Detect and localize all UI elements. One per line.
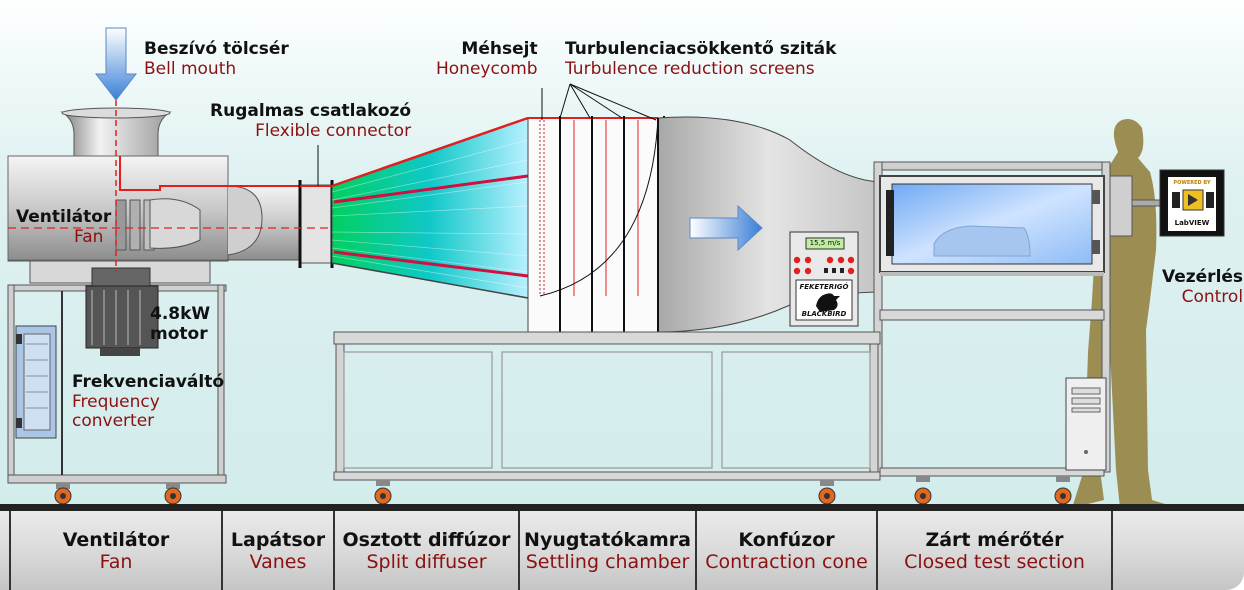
section-split-diffuser: Osztott diffúzor Split diffuser — [334, 511, 519, 590]
test-section-frame — [873, 161, 1111, 171]
section-fan: Ventilátor Fan — [10, 511, 222, 590]
section-contraction-cone: Konfúzor Contraction cone — [696, 511, 877, 590]
motor — [85, 267, 159, 356]
fan-label: Ventilátor Fan — [16, 207, 112, 247]
car-model — [933, 225, 1031, 257]
labview-logo — [1159, 169, 1225, 237]
control-en: Control — [1181, 286, 1244, 307]
honeycomb — [539, 120, 545, 296]
labview-name: LabVIEW — [1174, 219, 1210, 227]
section-vanes: Lapátsor Vanes — [222, 511, 334, 590]
inlet-arrow — [94, 27, 138, 101]
motor-line2: motor — [150, 323, 208, 344]
flexible-connector-label: Rugalmas csatlakozó Flexible connector — [210, 101, 412, 141]
section-contraction-cone-en: Contraction cone — [705, 550, 868, 573]
screens-hu: Turbulenciacsökkentő sziták — [565, 39, 837, 59]
section-closed-test-section: Zárt mérőtér Closed test section — [877, 511, 1112, 590]
floor-line — [0, 504, 1244, 511]
section-vanes-en: Vanes — [249, 550, 307, 573]
flexible-connector — [299, 184, 333, 264]
section-closed-test-section-en: Closed test section — [904, 550, 1085, 573]
section-fan-hu: Ventilátor — [62, 528, 170, 551]
motor-label: 4.8kW motor — [150, 304, 211, 344]
screens-en: Turbulence reduction screens — [565, 58, 815, 79]
section-settling-chamber-hu: Nyugtatókamra — [524, 528, 691, 551]
frequency-converter-cabinet — [15, 325, 57, 439]
instrument-brand-en: BLACKBIRD — [801, 310, 847, 318]
flexible-connector-hu: Rugalmas csatlakozó — [210, 101, 412, 121]
honeycomb-en: Honeycomb — [436, 58, 538, 79]
fan-hu: Ventilátor — [16, 207, 112, 227]
control-hu: Vezérlés — [1162, 267, 1244, 287]
instrument-display: 15,5 m/s — [809, 239, 841, 247]
flexible-connector-en: Flexible connector — [255, 120, 412, 141]
freq-conv-en2: converter — [72, 411, 155, 432]
section-settling-chamber: Nyugtatókamra Settling chamber — [519, 511, 696, 590]
bell-mouth-hu: Beszívó tölcsér — [144, 39, 289, 59]
section-vanes-hu: Lapátsor — [230, 528, 326, 551]
section-contraction-cone-hu: Konfúzor — [738, 528, 835, 551]
frequency-converter-label: Frekvenciaváltó Frequency converter — [72, 372, 225, 432]
honeycomb-hu: Méhsejt — [461, 39, 538, 59]
fan-en: Fan — [74, 226, 104, 247]
caster-wheels — [54, 476, 1072, 505]
flow-arrow — [689, 204, 763, 252]
freq-conv-hu: Frekvenciaváltó — [72, 372, 225, 392]
blackbird-logo — [816, 293, 840, 312]
screens-label: Turbulenciacsökkentő sziták Turbulence r… — [565, 39, 837, 79]
control-label: Vezérlés Control — [1162, 267, 1244, 307]
freq-conv-en1: Frequency — [72, 391, 160, 412]
section-fan-en: Fan — [99, 550, 133, 573]
motor-line1: 4.8kW — [150, 304, 211, 324]
fan-blades — [115, 198, 201, 251]
main-table — [333, 331, 881, 345]
instrument-brand-hu: FEKETERIGÓ — [799, 283, 849, 291]
section-closed-test-section-hu: Zárt mérőtér — [925, 528, 1064, 551]
pc-tower — [1065, 377, 1107, 471]
section-settling-chamber-en: Settling chamber — [525, 550, 690, 573]
section-split-diffuser-en: Split diffuser — [366, 550, 487, 573]
section-split-diffuser-hu: Osztott diffúzor — [342, 528, 511, 551]
honeycomb-label: Méhsejt Honeycomb — [436, 39, 538, 79]
labview-powered: POWERED BY — [1173, 180, 1211, 186]
bell-mouth-label: Beszívó tölcsér Bell mouth — [144, 39, 289, 79]
bell-mouth-en: Bell mouth — [144, 58, 237, 79]
